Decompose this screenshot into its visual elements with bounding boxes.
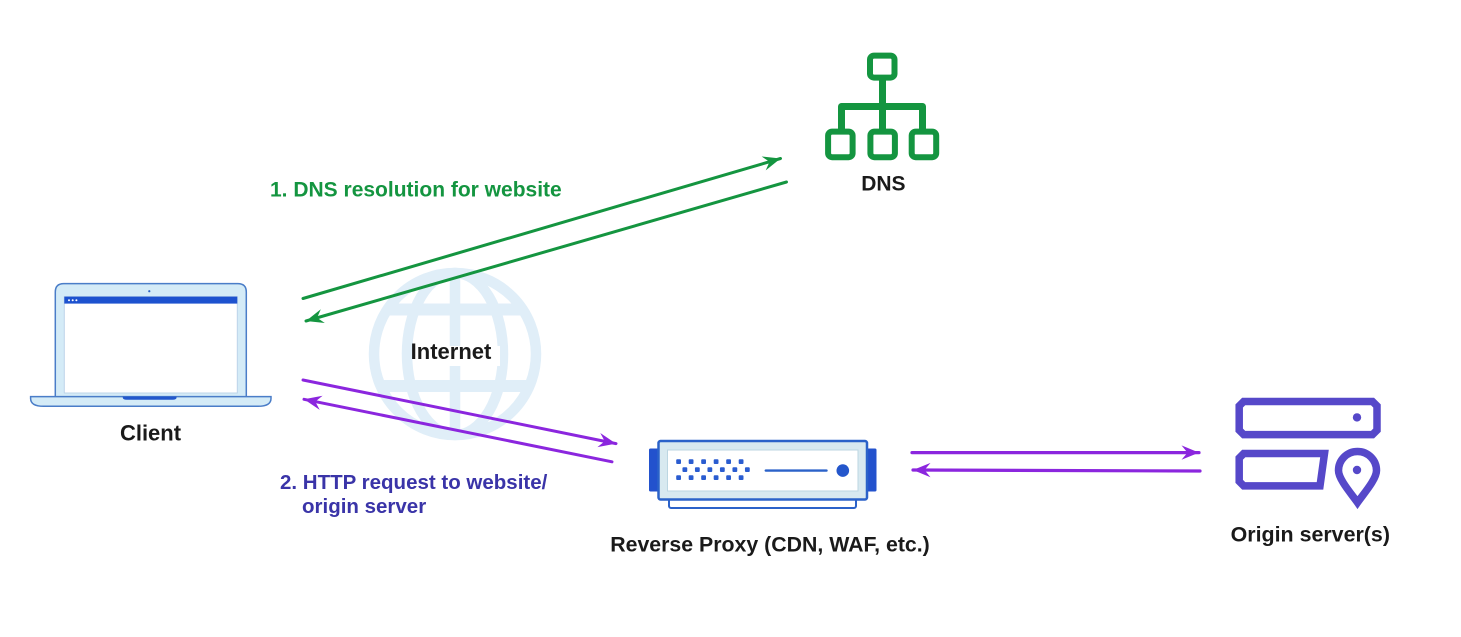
svg-text:1. DNS resolution for website: 1. DNS resolution for website [270,179,562,202]
svg-text:origin server: origin server [302,495,426,518]
svg-text:Reverse Proxy (CDN, WAF, etc.): Reverse Proxy (CDN, WAF, etc.) [610,533,930,557]
svg-text:DNS: DNS [861,173,905,196]
svg-text:Internet: Internet [411,339,492,364]
svg-text:Origin server(s): Origin server(s) [1231,523,1390,547]
svg-text:2. HTTP request to website/: 2. HTTP request to website/ [280,471,548,494]
svg-text:Client: Client [120,420,182,445]
